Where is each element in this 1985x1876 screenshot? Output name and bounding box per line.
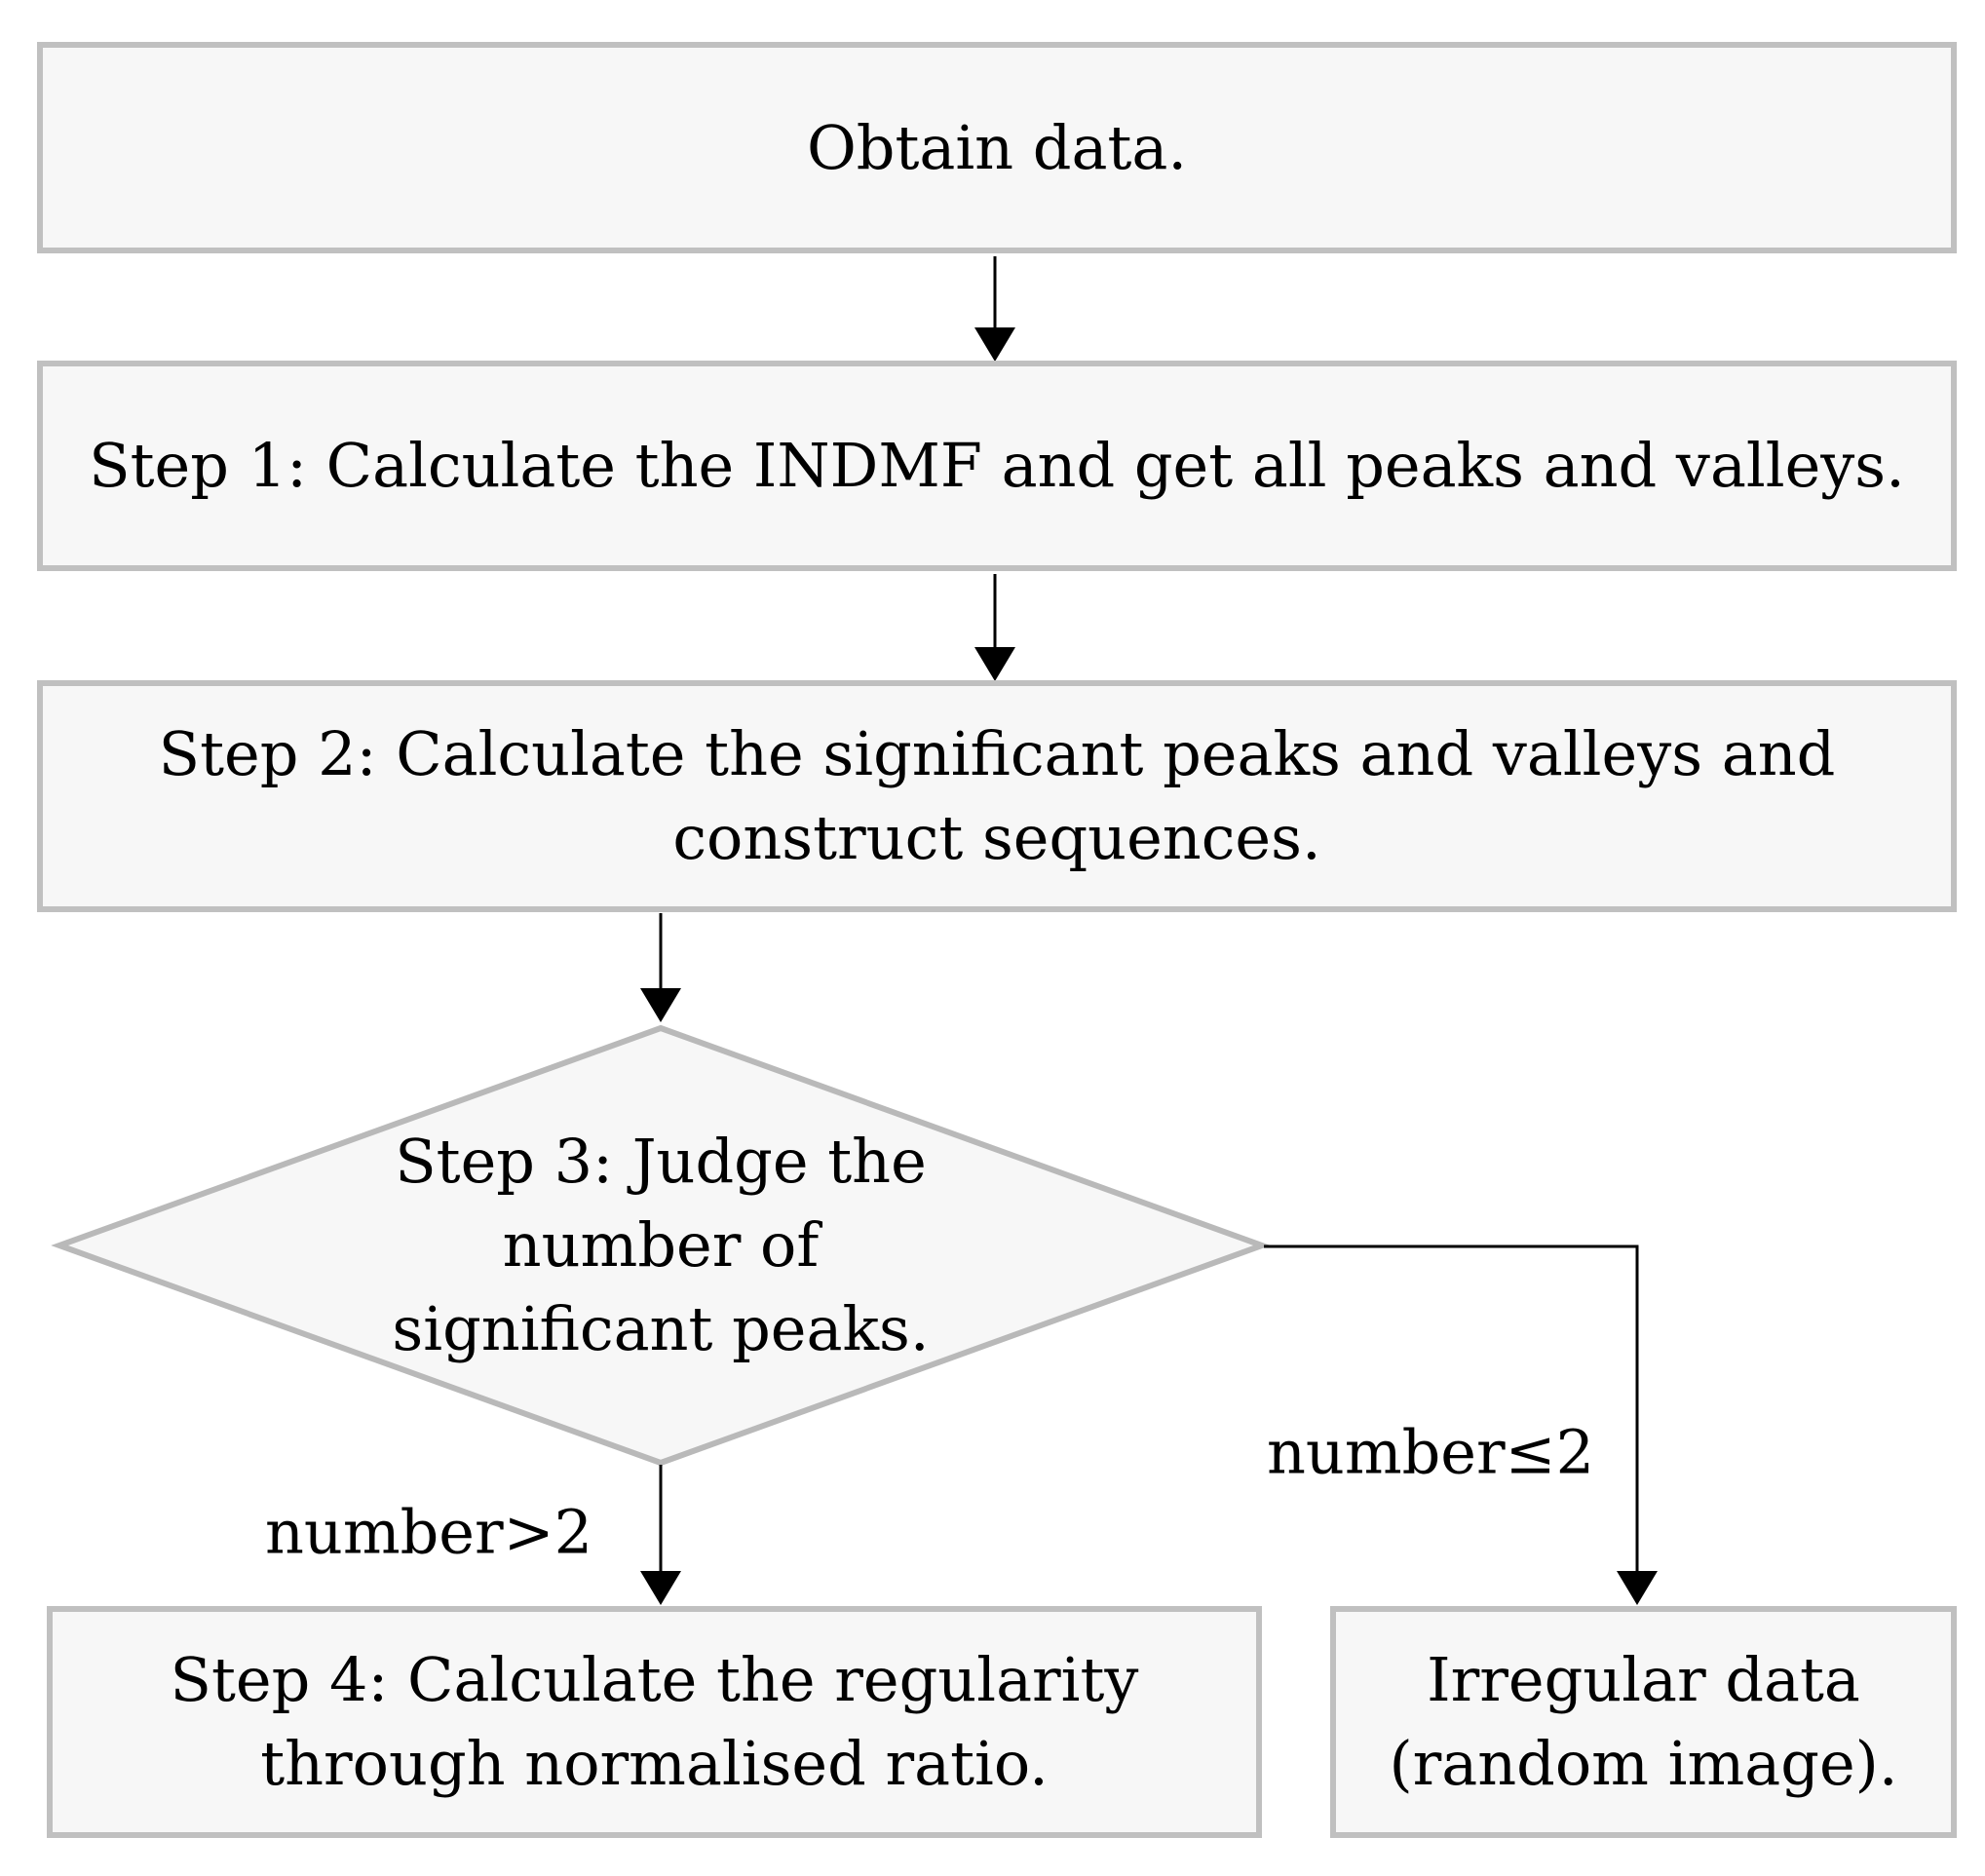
decision-diamond-shape (51, 1024, 1271, 1467)
arrow-down-icon (640, 913, 681, 1022)
node-obtain-data-label: Obtain data. (806, 111, 1188, 183)
node-step2-label-line2: construct sequences. (672, 802, 1321, 873)
branch-label-number-gt-2: number>2 (264, 1496, 593, 1568)
elbow-arrow-icon (1264, 1244, 1658, 1605)
node-step2-label-line1: Step 2: Calculate the significant peaks … (158, 718, 1836, 789)
node-step2: Step 2: Calculate the significant peaks … (37, 680, 1957, 912)
node-irregular-data-label-line2: (random image). (1389, 1728, 1898, 1799)
node-step3-label-line2: number of (502, 1209, 820, 1281)
node-step1: Step 1: Calculate the INDMF and get all … (37, 361, 1957, 571)
node-step1-label: Step 1: Calculate the INDMF and get all … (89, 430, 1905, 501)
branch-label-number-le-2: number≤2 (1266, 1416, 1595, 1488)
node-obtain-data: Obtain data. (37, 42, 1957, 253)
node-step4: Step 4: Calculate the regularity through… (47, 1606, 1262, 1838)
node-step3-label-line1: Step 3: Judge the (395, 1126, 927, 1197)
node-step4-label-line1: Step 4: Calculate the regularity (170, 1644, 1139, 1715)
node-irregular-data-label-line1: Irregular data (1427, 1644, 1860, 1715)
node-irregular-data: Irregular data (random image). (1330, 1606, 1957, 1838)
arrow-down-icon (974, 574, 1015, 681)
arrow-down-icon (974, 256, 1015, 362)
node-step4-label-line2: through normalised ratio. (260, 1728, 1049, 1799)
node-step3-decision: Step 3: Judge the number of significant … (251, 1120, 1070, 1371)
node-step3-label-line3: significant peaks. (392, 1293, 930, 1364)
arrow-down-icon (640, 1465, 681, 1605)
